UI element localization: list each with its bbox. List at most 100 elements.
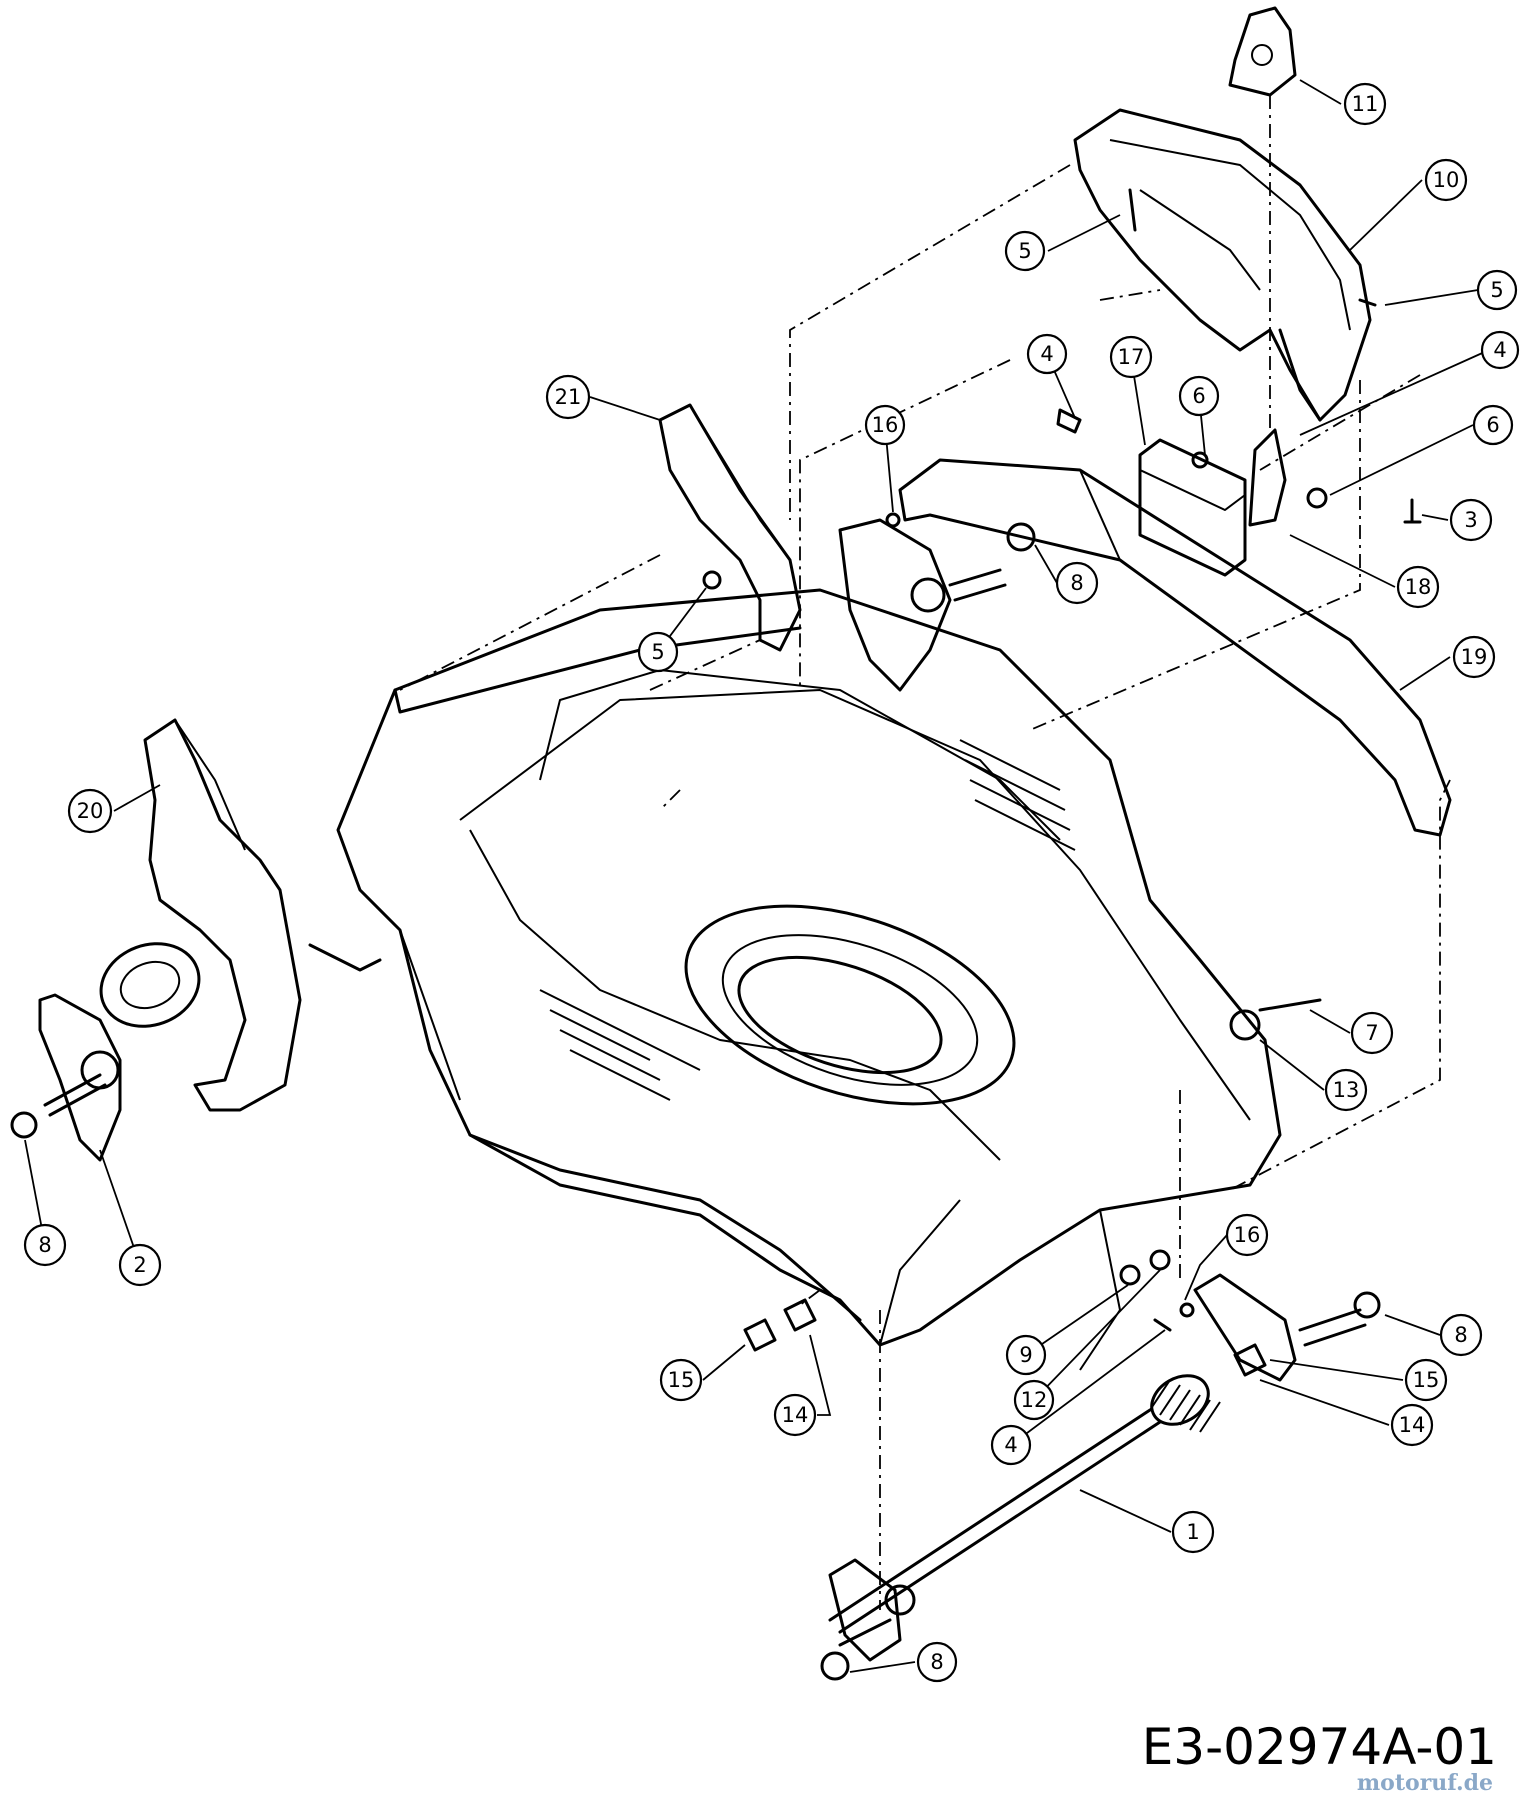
- washer: [885, 512, 901, 528]
- callout-5-right: 5: [1476, 269, 1518, 311]
- callout-3: 3: [1449, 498, 1493, 542]
- callout-4-top: 4: [1026, 333, 1068, 375]
- svg-text:4: 4: [1493, 338, 1506, 362]
- leader-lines: [24, 79, 1490, 1673]
- mower-deck: [336, 588, 1282, 1371]
- callout-6-right: 6: [1472, 404, 1514, 446]
- callout-8-bottom: 8: [916, 1641, 958, 1683]
- svg-text:10: 10: [1433, 168, 1460, 192]
- drawing-code: E3-02974A-01: [1141, 1718, 1497, 1776]
- svg-text:16: 16: [1234, 1223, 1261, 1247]
- assembly-lines: [399, 95, 1451, 1610]
- front-right-wheel-plate: [838, 518, 1007, 692]
- screw: [1403, 498, 1422, 524]
- svg-text:15: 15: [668, 1368, 695, 1392]
- callout-21: 21: [545, 374, 591, 420]
- clip: [783, 1298, 817, 1332]
- svg-text:14: 14: [1399, 1413, 1426, 1437]
- washer: [1229, 1009, 1261, 1041]
- svg-text:9: 9: [1019, 1343, 1032, 1367]
- svg-text:16: 16: [872, 413, 899, 437]
- callout-2: 2: [118, 1243, 162, 1287]
- fasteners: [10, 188, 1422, 1681]
- screw: [1128, 188, 1137, 232]
- callouts: 11 10 5 5 4 4 17 6 6 3 18 16 21 5 8 19 2…: [23, 82, 1520, 1683]
- svg-text:2: 2: [133, 1253, 146, 1277]
- svg-text:15: 15: [1413, 1368, 1440, 1392]
- latch-clip: [1228, 6, 1297, 97]
- callout-9: 9: [1005, 1334, 1047, 1376]
- screw: [1358, 298, 1377, 307]
- hex-nut: [1353, 1291, 1381, 1319]
- svg-text:8: 8: [930, 1650, 943, 1674]
- callout-10: 10: [1424, 158, 1468, 202]
- svg-text:17: 17: [1118, 345, 1145, 369]
- deck-vents-right: [959, 739, 1076, 851]
- svg-text:5: 5: [651, 640, 664, 664]
- svg-text:19: 19: [1461, 645, 1488, 669]
- callout-13: 13: [1324, 1068, 1368, 1112]
- screw: [1056, 408, 1082, 434]
- left-height-adjuster: [99, 718, 302, 1112]
- hinge-bracket: [1138, 438, 1247, 577]
- rear-axle-assembly: [828, 1273, 1367, 1662]
- callout-14-left: 14: [773, 1393, 817, 1437]
- screw: [1191, 451, 1209, 469]
- svg-text:14: 14: [782, 1403, 809, 1427]
- callout-8-top: 8: [1055, 561, 1099, 605]
- callout-19: 19: [1452, 635, 1496, 679]
- callout-5-top: 5: [1004, 230, 1046, 272]
- svg-text:1: 1: [1186, 1520, 1199, 1544]
- clip: [743, 1318, 777, 1352]
- washer: [1149, 1249, 1171, 1271]
- left-wheel-plate: [38, 993, 122, 1162]
- callout-5-left: 5: [637, 631, 679, 673]
- svg-text:11: 11: [1352, 92, 1379, 116]
- svg-text:3: 3: [1464, 508, 1477, 532]
- callout-11: 11: [1343, 82, 1387, 126]
- left-axle-rod: [308, 943, 382, 972]
- callout-1: 1: [1171, 1510, 1215, 1554]
- screw: [1153, 1318, 1172, 1332]
- rear-handle-bar: [898, 458, 1452, 837]
- bolt: [1258, 998, 1322, 1012]
- clip: [1233, 1343, 1267, 1377]
- callout-15-left: 15: [659, 1358, 703, 1402]
- callout-4-bottom: 4: [990, 1424, 1032, 1466]
- torsion-spring: [1149, 1374, 1221, 1433]
- svg-text:8: 8: [38, 1233, 51, 1257]
- svg-text:6: 6: [1192, 384, 1205, 408]
- watermark-logo: motoruf.de: [1356, 1770, 1493, 1796]
- front-height-adjuster: [658, 403, 802, 652]
- svg-text:20: 20: [77, 799, 104, 823]
- svg-text:5: 5: [1490, 278, 1503, 302]
- svg-text:21: 21: [555, 385, 582, 409]
- screw: [702, 570, 722, 590]
- callout-7: 7: [1350, 1011, 1394, 1055]
- hex-nut: [1306, 487, 1328, 509]
- callout-4-right: 4: [1480, 330, 1520, 370]
- callout-14-right: 14: [1390, 1403, 1434, 1447]
- svg-text:4: 4: [1004, 1433, 1017, 1457]
- svg-text:12: 12: [1021, 1388, 1048, 1412]
- svg-text:8: 8: [1454, 1323, 1467, 1347]
- callout-20: 20: [67, 788, 113, 834]
- svg-text:6: 6: [1486, 413, 1499, 437]
- callout-15-right: 15: [1404, 1358, 1448, 1402]
- deck-vents-left: [539, 989, 701, 1101]
- svg-text:4: 4: [1040, 342, 1053, 366]
- callout-18: 18: [1396, 565, 1440, 609]
- callout-8-left: 8: [23, 1223, 67, 1267]
- callout-17: 17: [1109, 335, 1153, 379]
- callout-16-bottom: 16: [1225, 1213, 1269, 1257]
- callout-12: 12: [1013, 1379, 1055, 1421]
- callout-6-top: 6: [1178, 375, 1220, 417]
- svg-text:13: 13: [1333, 1078, 1360, 1102]
- svg-text:5: 5: [1018, 239, 1031, 263]
- hex-nut: [1119, 1264, 1141, 1286]
- callout-8-right: 8: [1439, 1313, 1483, 1357]
- hex-nut: [10, 1111, 38, 1139]
- svg-text:8: 8: [1070, 571, 1083, 595]
- callout-16-top: 16: [864, 404, 906, 446]
